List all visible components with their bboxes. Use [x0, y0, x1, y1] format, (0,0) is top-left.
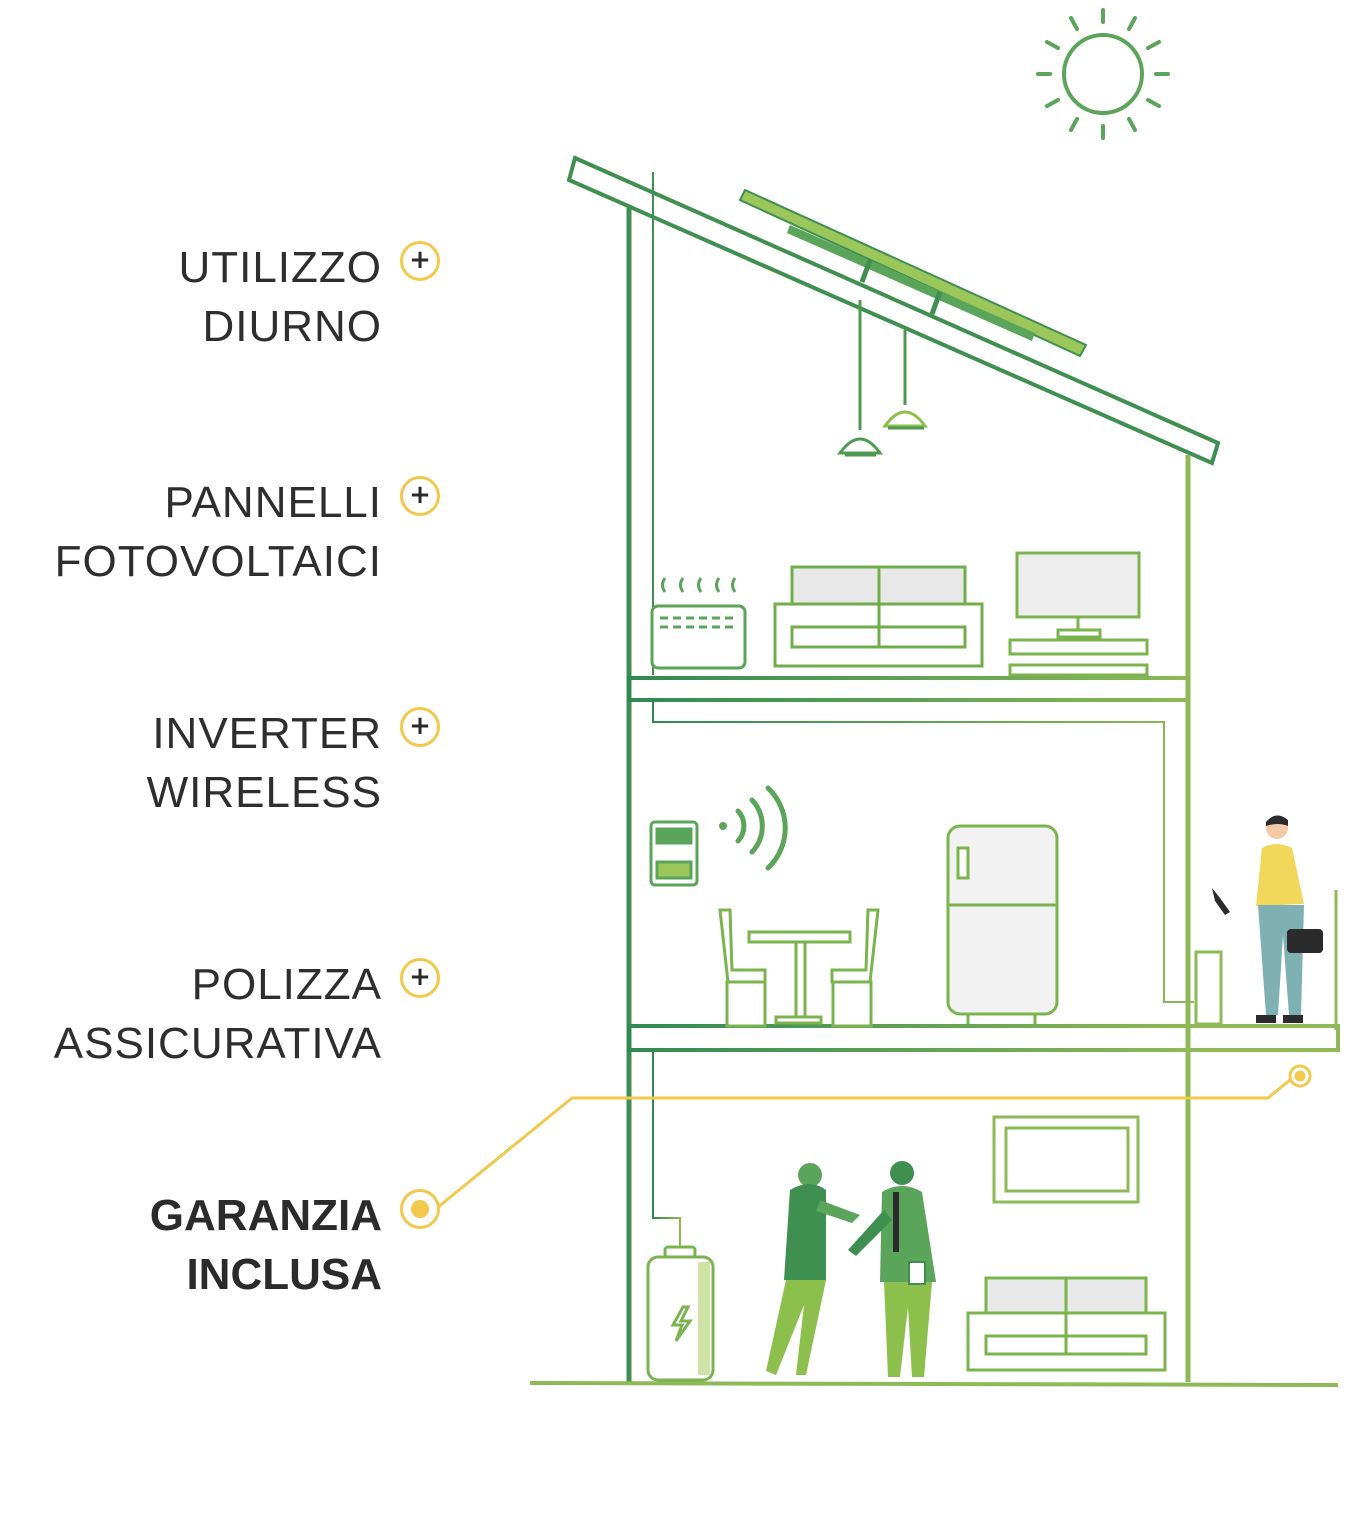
technician-figure: [1194, 815, 1323, 1026]
battery: [646, 1245, 715, 1382]
menu-item-label: POLIZZA ASSICURATIVA: [53, 960, 382, 1068]
menu-item-garanzia-inclusa[interactable]: GARANZIA INCLUSA: [150, 1186, 440, 1304]
feature-menu: UTILIZZO DIURNO + PANNELLI FOTOVOLTAICI …: [0, 0, 470, 1515]
plus-icon: +: [409, 480, 431, 510]
solar-panel: [738, 188, 1088, 358]
expand-button[interactable]: +: [400, 707, 440, 747]
plus-icon: +: [409, 711, 431, 741]
menu-item-label: GARANZIA INCLUSA: [149, 1191, 382, 1299]
sun-icon: [1036, 8, 1170, 140]
wireless-icon: [719, 785, 788, 871]
inverter: [649, 820, 699, 887]
wiring: [652, 700, 1194, 1250]
plus-icon: +: [409, 245, 431, 275]
dining-set: [718, 908, 880, 1028]
sofa-top: [773, 565, 984, 668]
expand-button[interactable]: +: [400, 476, 440, 516]
plus-icon: +: [409, 962, 431, 992]
wall-window: [992, 1115, 1140, 1204]
roof: [566, 155, 1221, 466]
menu-item-pannelli-fotovoltaici[interactable]: PANNELLI FOTOVOLTAICI +: [55, 473, 440, 591]
expand-button[interactable]: +: [400, 241, 440, 281]
menu-item-label: PANNELLI FOTOVOLTAICI: [54, 478, 382, 586]
radiator: [650, 577, 747, 670]
menu-item-utilizzo-diurno[interactable]: UTILIZZO DIURNO +: [178, 238, 440, 356]
tv: [1008, 551, 1149, 677]
menu-item-label: UTILIZZO DIURNO: [178, 243, 382, 351]
menu-item-inverter-wireless[interactable]: INVERTER WIRELESS +: [147, 704, 440, 822]
expand-button[interactable]: +: [400, 958, 440, 998]
ceiling-lamps: [837, 300, 928, 457]
menu-item-polizza-assicurativa[interactable]: POLIZZA ASSICURATIVA +: [54, 955, 440, 1073]
selected-button[interactable]: [400, 1189, 440, 1229]
house-walls: [626, 195, 1191, 1382]
connector-line: [431, 1064, 1312, 1214]
selected-dot-icon: [411, 1200, 429, 1218]
menu-item-label: INVERTER WIRELESS: [146, 709, 382, 817]
floors: [529, 676, 1340, 1387]
fridge: [946, 824, 1059, 1024]
handshake-figures: [766, 1161, 936, 1377]
sofa-ground: [966, 1276, 1167, 1372]
